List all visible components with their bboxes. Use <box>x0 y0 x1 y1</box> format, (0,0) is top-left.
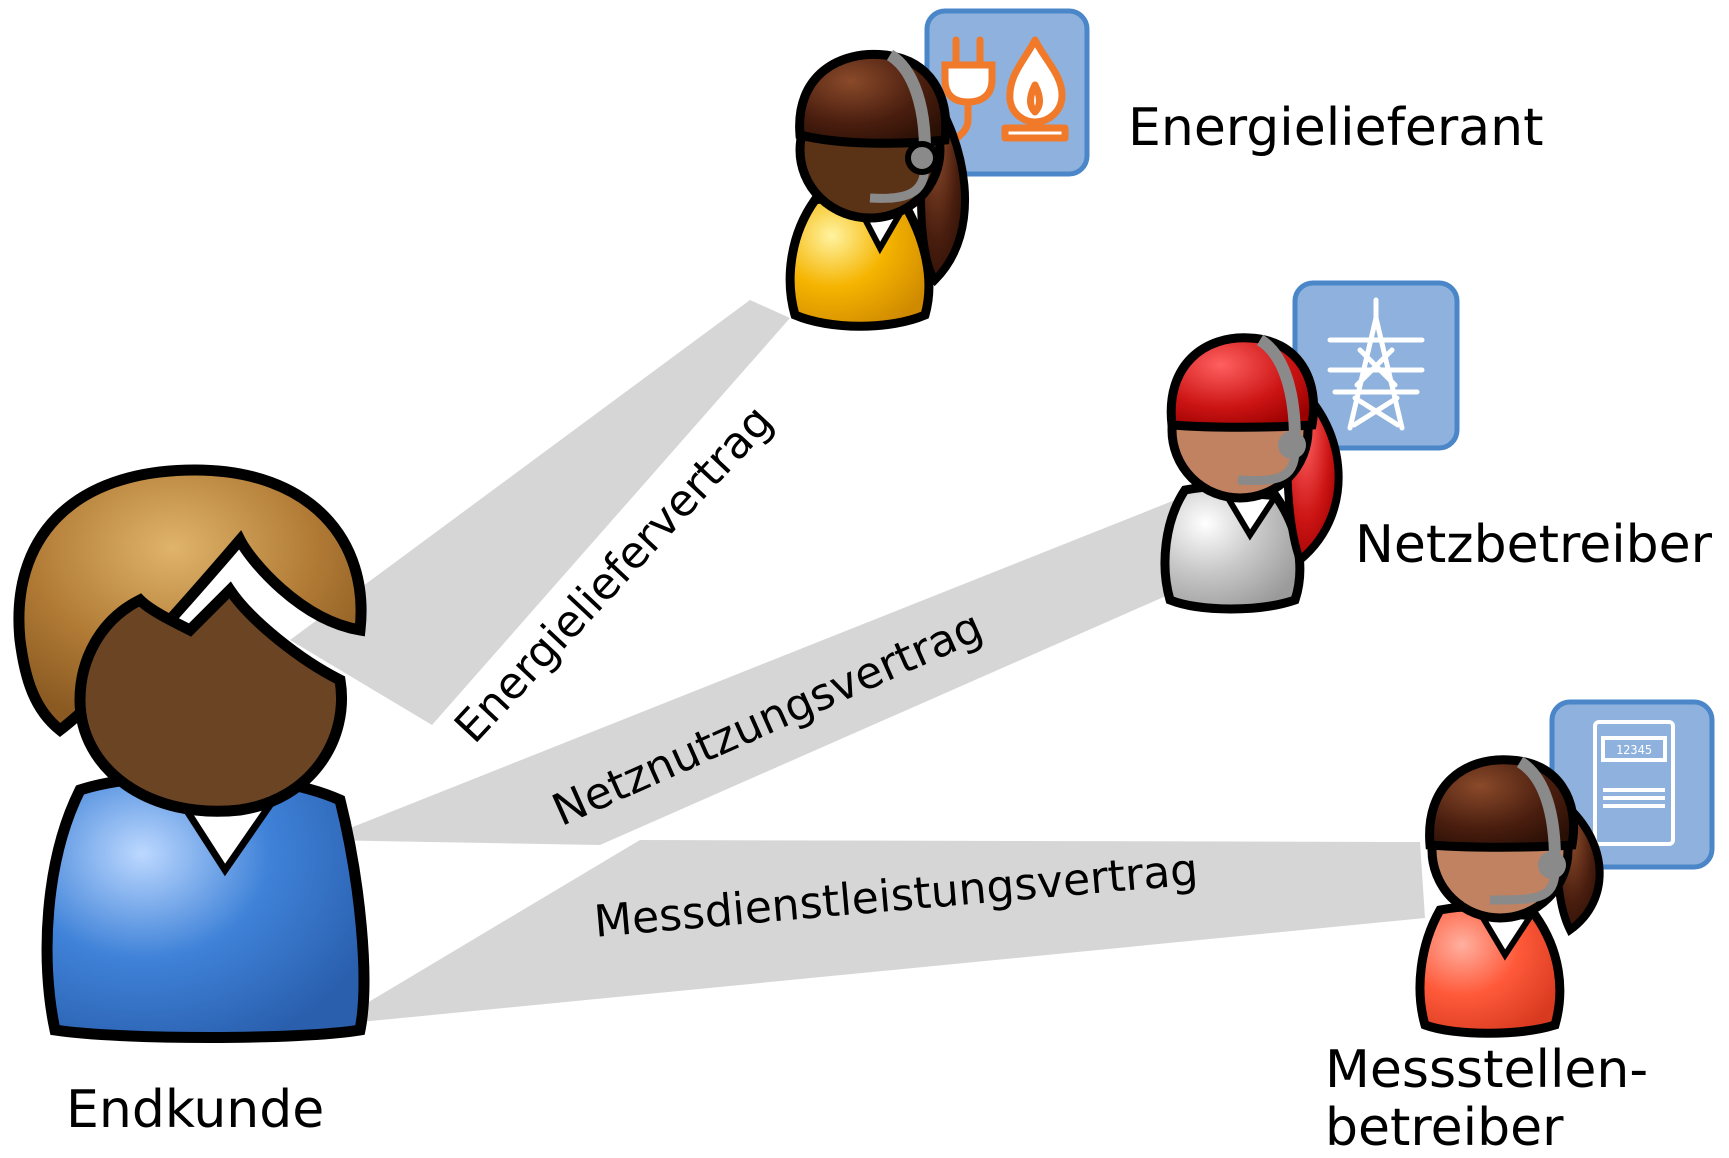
messstellenbetreiber-label-line2: betreiber <box>1325 1098 1564 1158</box>
power-pylon-icon <box>1327 297 1425 431</box>
headset-icon <box>1489 756 1566 905</box>
messstellenbetreiber-label-line1: Messstellen- <box>1325 1040 1649 1100</box>
endkunde-label: Endkunde <box>66 1080 325 1140</box>
gas-flame-icon <box>1001 36 1069 142</box>
headset-icon <box>1237 334 1306 486</box>
energielieferant-label: Energielieferant <box>1128 98 1544 158</box>
electricity-meter-icon <box>1593 720 1675 846</box>
connector-netznutzungsvertrag <box>320 500 1175 845</box>
netzbetreiber-label: Netzbetreiber <box>1355 515 1713 575</box>
connector-energieliefervertrag <box>290 300 790 725</box>
customer-figure <box>13 464 370 1043</box>
customer-face <box>74 581 347 817</box>
netzbetreiber-figure <box>1160 280 1460 614</box>
connector-messdienstleistungsvertrag <box>330 840 1425 1025</box>
messstellenbetreiber-figure: 12345 <box>1415 699 1715 1038</box>
headset-icon <box>869 49 939 203</box>
connectors <box>290 300 1425 1025</box>
energielieferant-figure <box>785 8 1090 331</box>
plug-icon <box>941 36 996 144</box>
meter-display: 12345 <box>1616 743 1652 757</box>
